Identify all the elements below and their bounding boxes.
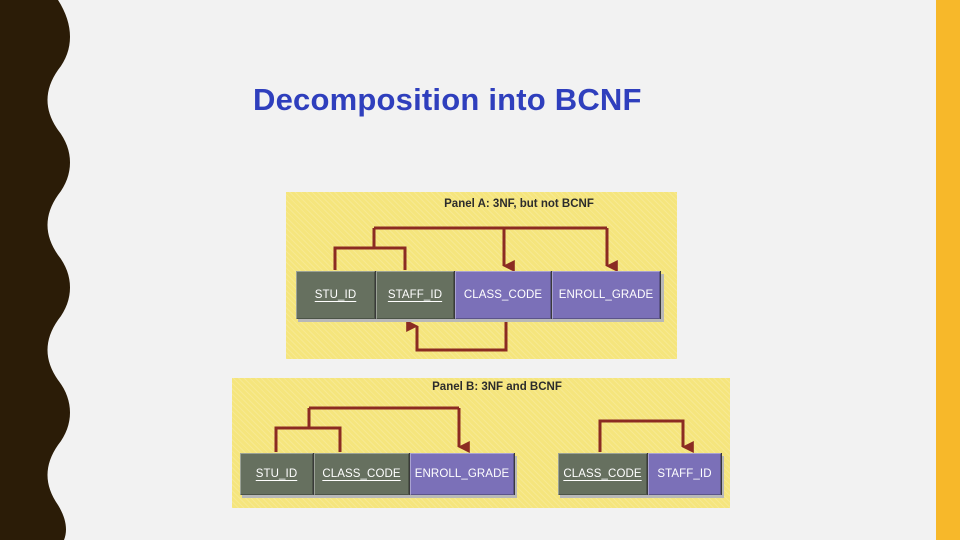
accent-strip (936, 0, 960, 540)
panel-b-determinant-bracket (274, 426, 342, 452)
panel-b-dependency-arrows (274, 406, 694, 453)
left-wave-border (0, 0, 70, 540)
panel-b-table1-cell-enroll-grade: ENROLL_GRADE (410, 453, 515, 495)
panel-b-table1-cell-stu-id: STU_ID (240, 453, 314, 495)
arrow-class-code-to-staff-id (406, 320, 508, 352)
slide-title: Decomposition into BCNF (253, 82, 642, 117)
panel-a-determinant-bracket (333, 246, 407, 270)
panel-a-cell-staff-id: STAFF_ID (376, 271, 455, 319)
panel-a: Panel A: 3NF, but not BCNF STU_ID STAFF_… (286, 192, 677, 359)
panel-b-table2-cell-class-code: CLASS_CODE (558, 453, 648, 495)
panel-b-table1-cell-class-code: CLASS_CODE (314, 453, 410, 495)
panel-b-title: Panel B: 3NF and BCNF (432, 381, 562, 393)
panel-a-title: Panel A: 3NF, but not BCNF (444, 198, 594, 210)
panel-a-dependency-arrows (333, 226, 618, 352)
panel-b-table2-cell-staff-id: STAFF_ID (648, 453, 722, 495)
panel-a-cell-class-code: CLASS_CODE (455, 271, 552, 319)
arrow-class-code-to-staff-id-b (598, 419, 694, 453)
panel-a-cell-enroll-grade: ENROLL_GRADE (552, 271, 661, 319)
panel-a-cell-stu-id: STU_ID (296, 271, 376, 319)
panel-b: Panel B: 3NF and BCNF STU_ID CLASS_CODE … (232, 378, 730, 508)
